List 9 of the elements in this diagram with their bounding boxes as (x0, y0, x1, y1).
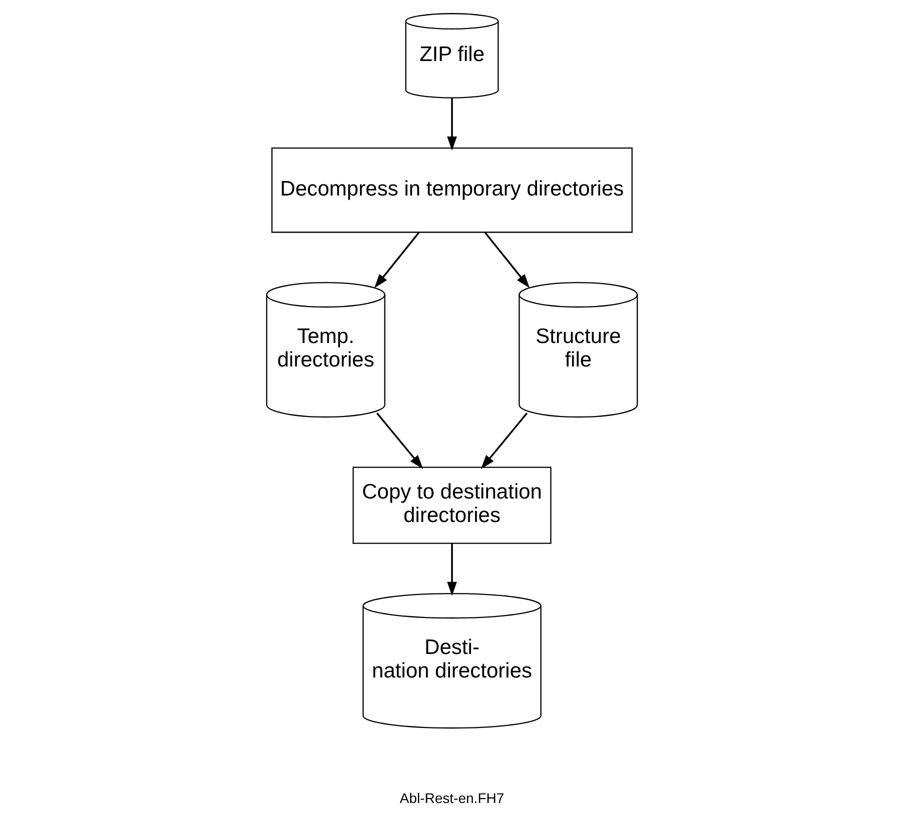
label: Abl-Rest-en.FH7 (400, 790, 504, 806)
node-box: Copy to destination directories (352, 466, 552, 544)
node-box: Decompress in temporary directories (271, 147, 633, 233)
arrow (480, 412, 528, 469)
arrow (376, 412, 424, 469)
arrow (447, 544, 457, 596)
arrow (447, 98, 457, 151)
arrow (484, 232, 530, 288)
arrow (374, 232, 420, 288)
